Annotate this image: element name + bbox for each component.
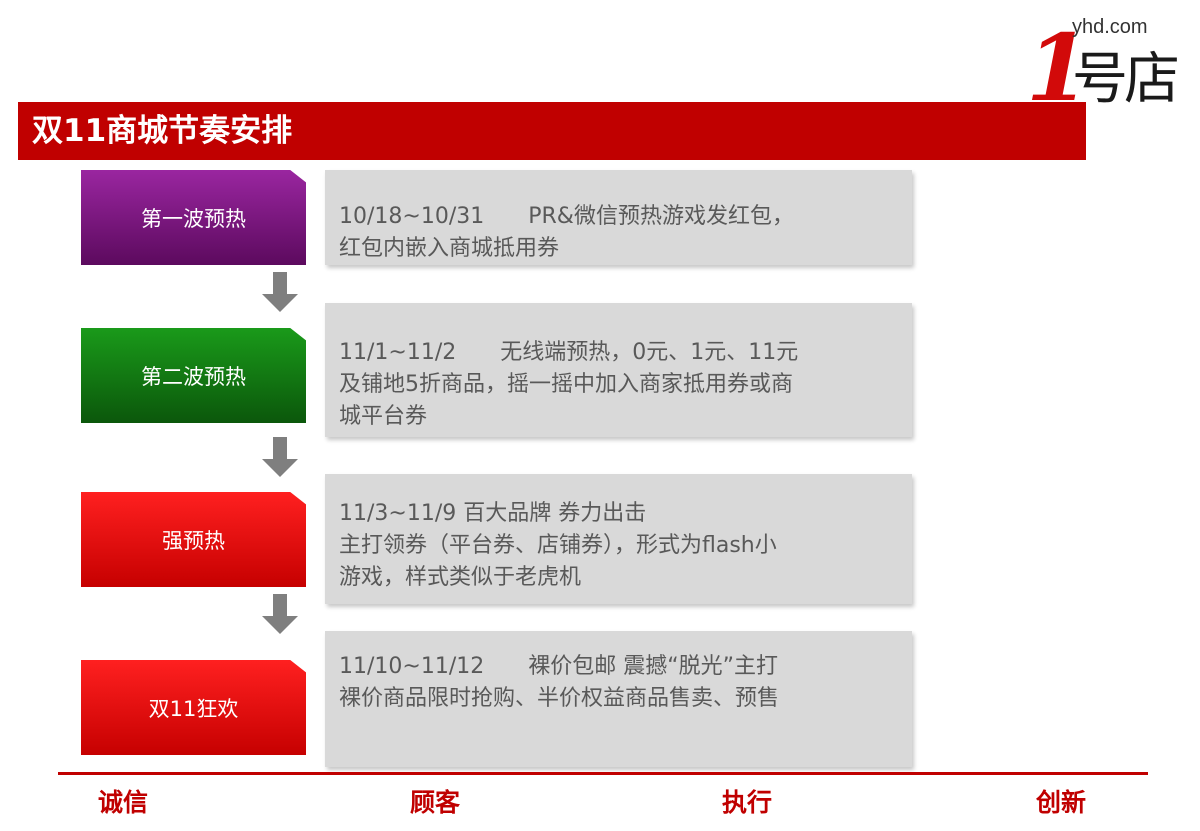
description-line: 10/18~10/31 PR&微信预热游戏发红包， bbox=[339, 204, 794, 229]
stage-label-4: 双11狂欢 bbox=[81, 660, 306, 755]
down-arrow-icon bbox=[262, 272, 298, 314]
motto-integrity: 诚信 bbox=[98, 788, 149, 817]
logo-number: 1 bbox=[1026, 14, 1091, 122]
stage-label-text: 强预热 bbox=[162, 528, 225, 553]
description-line: 裸价商品限时抢购、半价权益商品售卖、预售 bbox=[339, 686, 780, 711]
description-line: 11/3~11/9 百大品牌 券力出击 bbox=[339, 501, 647, 526]
logo-site: yhd.com bbox=[1072, 16, 1148, 38]
footer-divider bbox=[58, 772, 1148, 775]
down-arrow-icon bbox=[262, 437, 298, 479]
description-line: 11/1~11/2 无线端预热，0元、1元、11元 bbox=[339, 340, 799, 365]
stage-label-2: 第二波预热 bbox=[81, 328, 306, 423]
title-bar: 双11商城节奏安排 bbox=[18, 102, 1086, 160]
yhd-logo: 1 yhd.com 号店 bbox=[1018, 14, 1188, 124]
description-line: 游戏，样式类似于老虎机 bbox=[339, 565, 582, 590]
motto-execution: 执行 bbox=[722, 788, 773, 817]
stage-label-text: 第一波预热 bbox=[141, 206, 246, 231]
motto-customer: 顾客 bbox=[410, 788, 461, 817]
stage-description-1: 10/18~10/31 PR&微信预热游戏发红包， 红包内嵌入商城抵用券 bbox=[325, 170, 912, 265]
description-line: 红包内嵌入商城抵用券 bbox=[339, 236, 560, 261]
stage-description-3: 11/3~11/9 百大品牌 券力出击 主打领券（平台券、店铺券），形式为fla… bbox=[325, 474, 912, 604]
stage-description-4: 11/10~11/12 裸价包邮 震撼“脱光”主打 裸价商品限时抢购、半价权益商… bbox=[325, 631, 912, 767]
page-title: 双11商城节奏安排 bbox=[32, 113, 293, 149]
logo-name: 号店 bbox=[1072, 47, 1180, 112]
motto-innovation: 创新 bbox=[1036, 788, 1087, 817]
stage-label-text: 双11狂欢 bbox=[148, 696, 239, 721]
stage-label-text: 第二波预热 bbox=[141, 364, 246, 389]
description-line: 11/10~11/12 裸价包邮 震撼“脱光”主打 bbox=[339, 654, 779, 679]
description-line: 主打领券（平台券、店铺券），形式为flash小 bbox=[339, 533, 777, 558]
down-arrow-icon bbox=[262, 594, 298, 636]
description-line: 及铺地5折商品，摇一摇中加入商家抵用券或商 bbox=[339, 372, 793, 397]
stage-description-2: 11/1~11/2 无线端预热，0元、1元、11元 及铺地5折商品，摇一摇中加入… bbox=[325, 303, 912, 437]
stage-label-1: 第一波预热 bbox=[81, 170, 306, 265]
description-line: 城平台券 bbox=[339, 404, 428, 429]
stage-label-3: 强预热 bbox=[81, 492, 306, 587]
